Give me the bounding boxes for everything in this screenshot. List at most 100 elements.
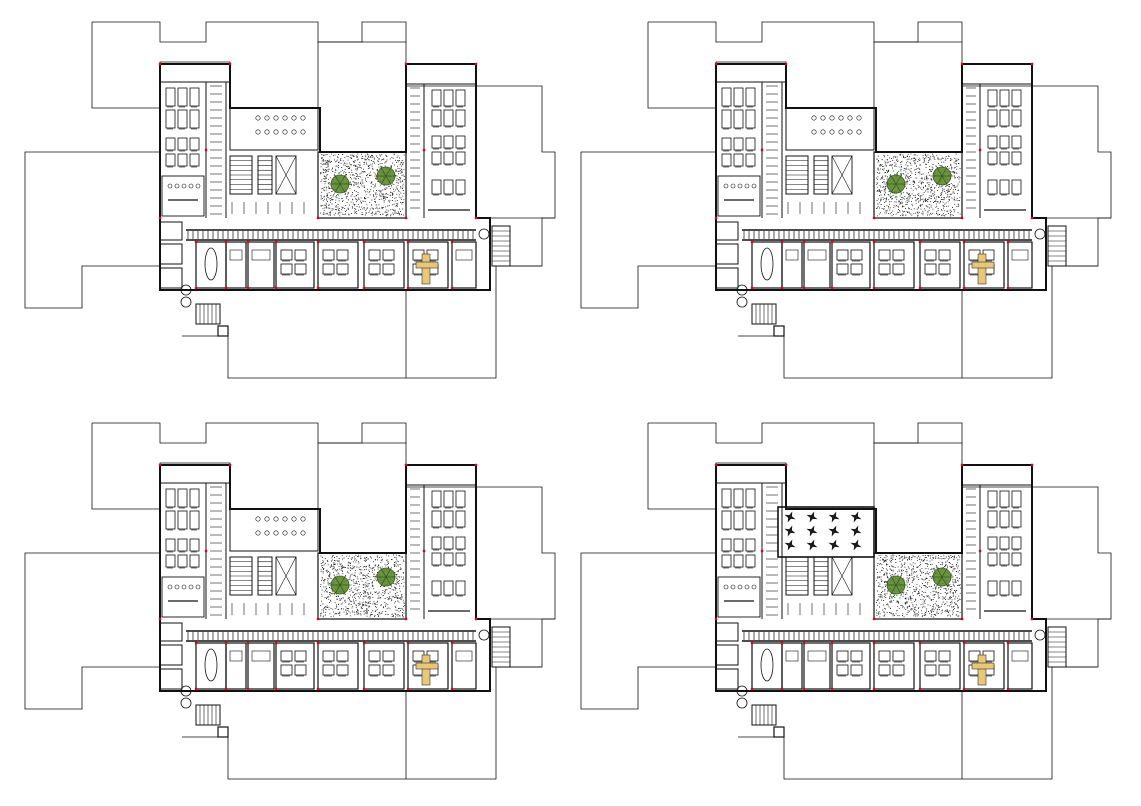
tree-branch xyxy=(941,165,949,177)
desk xyxy=(1011,580,1022,596)
desk xyxy=(455,151,466,165)
tree-branch xyxy=(379,175,387,187)
lift-cross xyxy=(831,556,853,596)
desk xyxy=(892,249,905,261)
desk xyxy=(878,263,891,275)
lounge-seat xyxy=(838,115,844,121)
desk xyxy=(745,87,756,107)
atrium-courtyard xyxy=(317,552,407,620)
desk xyxy=(336,650,349,662)
lounge-seat xyxy=(255,129,261,135)
chair xyxy=(195,183,201,189)
service-room xyxy=(715,622,739,642)
desk xyxy=(443,490,454,508)
column-marker xyxy=(714,617,718,621)
column-marker xyxy=(474,216,478,220)
desk-highlight xyxy=(971,662,995,670)
desk xyxy=(745,510,756,530)
desk xyxy=(455,179,466,195)
desk xyxy=(165,510,176,530)
desk-highlight xyxy=(415,261,439,269)
desk xyxy=(999,490,1010,508)
column-marker xyxy=(224,240,228,244)
column-marker xyxy=(404,216,408,220)
door-swing xyxy=(478,629,490,641)
column-marker xyxy=(194,687,198,691)
tree-branch xyxy=(889,173,897,185)
lounge-seat xyxy=(264,129,270,135)
service-room xyxy=(715,243,739,265)
column-marker xyxy=(802,687,806,691)
column-marker xyxy=(830,687,834,691)
desk xyxy=(892,664,905,676)
column-marker xyxy=(750,286,754,290)
desk xyxy=(892,263,905,275)
column-marker xyxy=(750,240,754,244)
desk xyxy=(189,538,200,552)
service-room xyxy=(159,622,183,642)
chair xyxy=(751,584,757,590)
classroom xyxy=(195,241,227,289)
desk xyxy=(987,536,998,550)
desk xyxy=(455,109,466,127)
tree-branch xyxy=(935,165,943,177)
tree-branch xyxy=(385,175,393,187)
column-marker xyxy=(784,463,788,467)
tree-branch xyxy=(935,576,943,588)
lounge-seat xyxy=(856,129,862,135)
tree-branch xyxy=(895,173,903,185)
desk xyxy=(177,137,188,151)
column-marker xyxy=(760,148,764,152)
column-marker xyxy=(406,240,410,244)
lounge-seat xyxy=(291,129,297,135)
desk xyxy=(745,153,756,167)
lounge-seat xyxy=(300,516,306,522)
column-marker xyxy=(872,641,876,645)
desk xyxy=(1011,536,1022,550)
classroom xyxy=(751,642,783,690)
cabinet xyxy=(1011,249,1029,261)
column-marker xyxy=(960,216,964,220)
desk xyxy=(443,580,454,596)
desk xyxy=(721,554,732,568)
desk xyxy=(431,109,442,127)
desk xyxy=(745,554,756,568)
column-marker xyxy=(406,687,410,691)
desk xyxy=(836,249,849,261)
lounge-seat xyxy=(255,530,261,536)
desk xyxy=(850,263,863,275)
stipple-dots xyxy=(320,153,405,217)
classroom xyxy=(363,241,405,289)
desk xyxy=(999,580,1010,596)
chair xyxy=(737,183,743,189)
desk xyxy=(455,135,466,149)
cabinet xyxy=(229,249,243,261)
desk xyxy=(455,490,466,508)
desk xyxy=(1011,135,1022,149)
reception-block xyxy=(159,63,231,83)
desk xyxy=(455,89,466,107)
classroom xyxy=(317,241,359,289)
lounge-seat xyxy=(264,115,270,121)
desk xyxy=(322,249,335,261)
desk xyxy=(455,510,466,528)
door-swing xyxy=(736,284,748,296)
chair xyxy=(744,183,750,189)
column-marker xyxy=(158,463,162,467)
desk xyxy=(999,552,1010,566)
desk xyxy=(733,488,744,508)
desk xyxy=(987,179,998,195)
desk xyxy=(1011,151,1022,165)
desk xyxy=(368,249,381,261)
lounge-seat xyxy=(820,115,826,121)
cabinet xyxy=(455,650,473,662)
column-marker xyxy=(780,641,784,645)
column-marker xyxy=(1030,62,1034,66)
lounge-seat xyxy=(300,530,306,536)
desk xyxy=(431,490,442,508)
desk xyxy=(294,664,307,676)
desk xyxy=(999,536,1010,550)
cabinet xyxy=(807,249,827,261)
tree-branch xyxy=(941,566,949,578)
lounge-seat xyxy=(282,516,288,522)
